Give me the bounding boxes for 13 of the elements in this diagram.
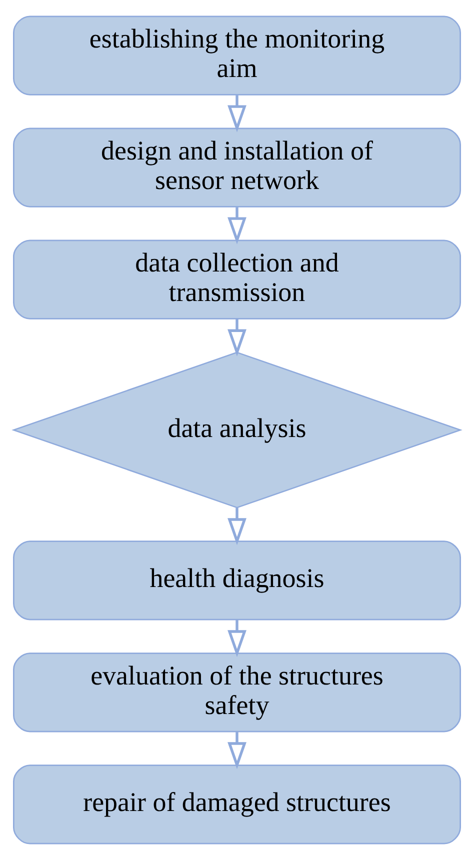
arrow	[228, 207, 246, 244]
arrow	[228, 95, 246, 132]
node-box: evaluation of the structures safety	[13, 652, 461, 732]
node-box: health diagnosis	[13, 540, 461, 620]
arrow	[228, 318, 246, 356]
arrow	[228, 508, 246, 546]
node-box: establishing the monitoring aim	[13, 16, 461, 96]
node-box: data collection and transmission	[13, 240, 461, 320]
node-box: repair of damaged structures	[13, 764, 461, 844]
node-diamond: data analysis	[12, 352, 462, 508]
node-box: design and installation of sensor network	[13, 128, 461, 208]
arrow	[228, 620, 246, 658]
arrow	[228, 732, 246, 770]
